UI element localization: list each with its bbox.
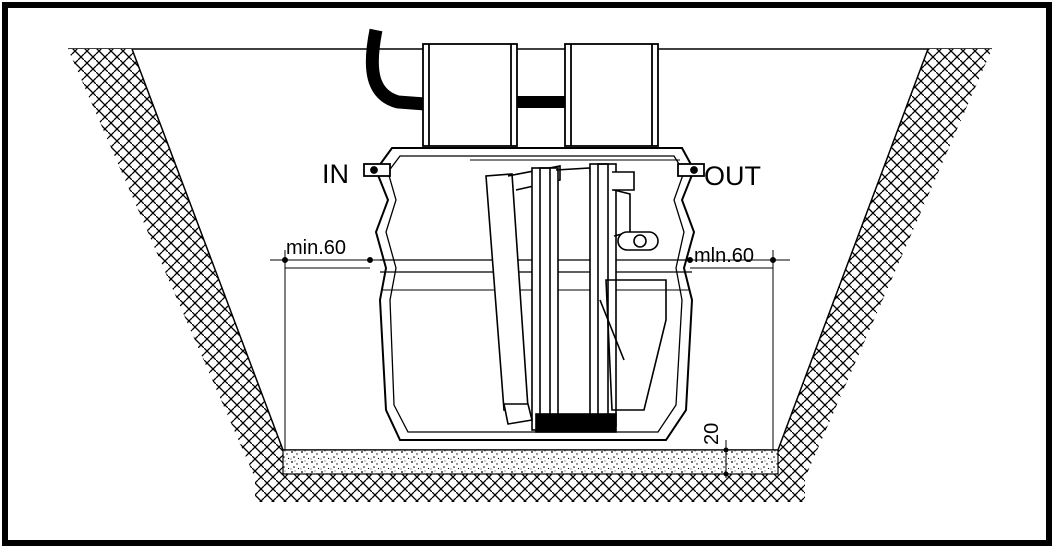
gravel-bed <box>282 449 779 475</box>
connecting-pipe <box>517 96 565 108</box>
outlet-connector <box>677 163 705 177</box>
soil-hatching-right <box>778 49 992 478</box>
vent-pipe <box>365 28 426 111</box>
right-clearance-label: mln.60 <box>694 245 754 267</box>
tank-internals <box>470 159 680 433</box>
access-risers <box>422 43 659 147</box>
base-thickness-label: 20 <box>701 423 723 445</box>
soil-hatching-left <box>68 49 283 478</box>
inlet-label: IN <box>322 159 349 189</box>
outlet-label: OUT <box>704 161 761 191</box>
left-clearance-label: min.60 <box>286 237 346 259</box>
inlet-connector <box>363 163 391 177</box>
